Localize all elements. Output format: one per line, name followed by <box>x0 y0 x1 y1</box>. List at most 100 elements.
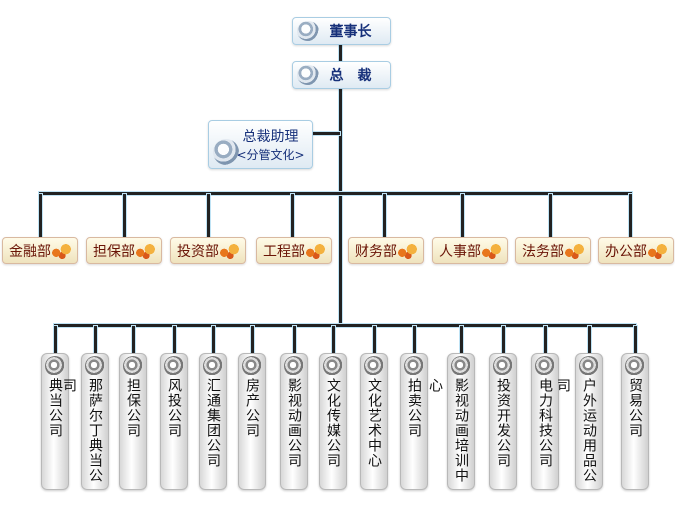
cloud-swirl-icon <box>297 21 319 41</box>
cloud-swirl-icon <box>203 356 223 376</box>
cloud-swirl-icon <box>364 356 384 376</box>
cloud-swirl-icon <box>404 356 424 376</box>
cloud-swirl-icon <box>85 356 105 376</box>
cloud-swirl-icon <box>45 356 65 376</box>
cloud-swirl-icon <box>213 139 239 165</box>
department-label: 投资部 <box>177 243 219 260</box>
ornament-icon <box>49 242 73 260</box>
subsidiary-drop-line <box>132 326 135 354</box>
subsidiary-box[interactable]: 风投公司 <box>160 353 188 490</box>
assistant-box[interactable]: 总裁助理 <分管文化> <box>208 120 313 169</box>
subsidiary-label: 文化艺术中心 <box>366 378 382 468</box>
department-label: 担保部 <box>93 243 135 260</box>
cloud-swirl-icon <box>164 356 184 376</box>
subsidiary-label: 影视动画培训中心 <box>427 378 469 483</box>
cloud-swirl-icon <box>451 356 471 376</box>
subsidiary-drop-line <box>634 326 637 354</box>
department-label: 办公部 <box>605 243 647 260</box>
department-drop-line <box>383 194 386 237</box>
department-drop-line <box>549 194 552 237</box>
department-label: 法务部 <box>522 243 564 260</box>
ornament-icon <box>303 242 327 260</box>
subsidiary-label: 房产公司 <box>244 378 260 438</box>
department-label: 金融部 <box>9 243 51 260</box>
department-drop-line <box>123 194 126 237</box>
department-drop-line <box>461 194 464 237</box>
subsidiary-box[interactable]: 担保公司 <box>119 353 147 490</box>
department-box[interactable]: 投资部 <box>170 237 246 264</box>
subsidiary-label: 投资开发公司 <box>495 378 511 468</box>
ornament-icon <box>645 242 669 260</box>
subsidiary-box[interactable]: 投资开发公司 <box>489 353 517 490</box>
subsidiary-label: 典当公司 <box>47 378 63 438</box>
subsidiary-box[interactable]: 拍卖公司 <box>400 353 428 490</box>
subsidiary-drop-line <box>502 326 505 354</box>
ornament-icon <box>395 242 419 260</box>
cloud-swirl-icon <box>242 356 262 376</box>
subsidiary-drop-line <box>54 326 57 354</box>
subsidiary-box[interactable]: 文化艺术中心 <box>360 353 388 490</box>
department-box[interactable]: 财务部 <box>348 237 424 264</box>
subsidiary-box[interactable]: 那萨尔丁典当公司 <box>61 353 109 490</box>
ornament-icon <box>479 242 503 260</box>
assistant-note: <分管文化> <box>236 148 305 162</box>
subsidiary-label: 文化传媒公司 <box>325 378 341 468</box>
department-box[interactable]: 人事部 <box>432 237 508 264</box>
department-drop-line <box>291 194 294 237</box>
subsidiary-box[interactable]: 影视动画公司 <box>280 353 308 490</box>
department-box[interactable]: 法务部 <box>515 237 591 264</box>
main-trunk-line <box>339 44 342 327</box>
chairman-box[interactable]: 董事长 <box>292 17 391 45</box>
cloud-swirl-icon <box>493 356 513 376</box>
subsidiary-bus-line <box>54 324 636 327</box>
cloud-swirl-icon <box>625 356 645 376</box>
cloud-swirl-icon <box>323 356 343 376</box>
subsidiary-box[interactable]: 典当公司 <box>41 353 69 490</box>
subsidiary-label: 户外运动用品公司 <box>555 378 597 483</box>
subsidiary-drop-line <box>173 326 176 354</box>
department-label: 财务部 <box>355 243 397 260</box>
subsidiary-box[interactable]: 户外运动用品公司 <box>555 353 603 490</box>
subsidiary-drop-line <box>251 326 254 354</box>
subsidiary-label: 担保公司 <box>125 378 141 438</box>
president-label: 总 裁 <box>329 68 372 84</box>
subsidiary-label: 拍卖公司 <box>406 378 422 438</box>
department-box[interactable]: 金融部 <box>2 237 78 264</box>
cloud-swirl-icon <box>284 356 304 376</box>
department-drop-line <box>207 194 210 237</box>
subsidiary-drop-line <box>373 326 376 354</box>
subsidiary-label: 汇通集团公司 <box>205 378 221 468</box>
department-box[interactable]: 担保部 <box>86 237 162 264</box>
subsidiary-drop-line <box>94 326 97 354</box>
cloud-swirl-icon <box>297 65 319 85</box>
subsidiary-box[interactable]: 电力科技公司 <box>531 353 559 490</box>
assistant-title: 总裁助理 <box>242 129 299 145</box>
department-drop-line <box>629 194 632 237</box>
subsidiary-box[interactable]: 文化传媒公司 <box>319 353 347 490</box>
subsidiary-box[interactable]: 影视动画培训中心 <box>427 353 475 490</box>
subsidiary-box[interactable]: 汇通集团公司 <box>199 353 227 490</box>
subsidiary-box[interactable]: 房产公司 <box>238 353 266 490</box>
subsidiary-drop-line <box>588 326 591 354</box>
ornament-icon <box>217 242 241 260</box>
department-label: 人事部 <box>439 243 481 260</box>
subsidiary-drop-line <box>544 326 547 354</box>
subsidiary-label: 那萨尔丁典当公司 <box>61 378 103 483</box>
ornament-icon <box>133 242 157 260</box>
subsidiary-drop-line <box>293 326 296 354</box>
subsidiary-label: 电力科技公司 <box>537 378 553 468</box>
department-box[interactable]: 工程部 <box>256 237 332 264</box>
department-box[interactable]: 办公部 <box>598 237 674 264</box>
subsidiary-drop-line <box>332 326 335 354</box>
subsidiary-drop-line <box>413 326 416 354</box>
assistant-connector <box>312 132 340 135</box>
subsidiary-drop-line <box>212 326 215 354</box>
cloud-swirl-icon <box>123 356 143 376</box>
subsidiary-drop-line <box>460 326 463 354</box>
subsidiary-box[interactable]: 贸易公司 <box>621 353 649 490</box>
president-box[interactable]: 总 裁 <box>292 61 391 89</box>
cloud-swirl-icon <box>579 356 599 376</box>
chairman-label: 董事长 <box>329 24 372 40</box>
subsidiary-label: 贸易公司 <box>627 378 643 438</box>
